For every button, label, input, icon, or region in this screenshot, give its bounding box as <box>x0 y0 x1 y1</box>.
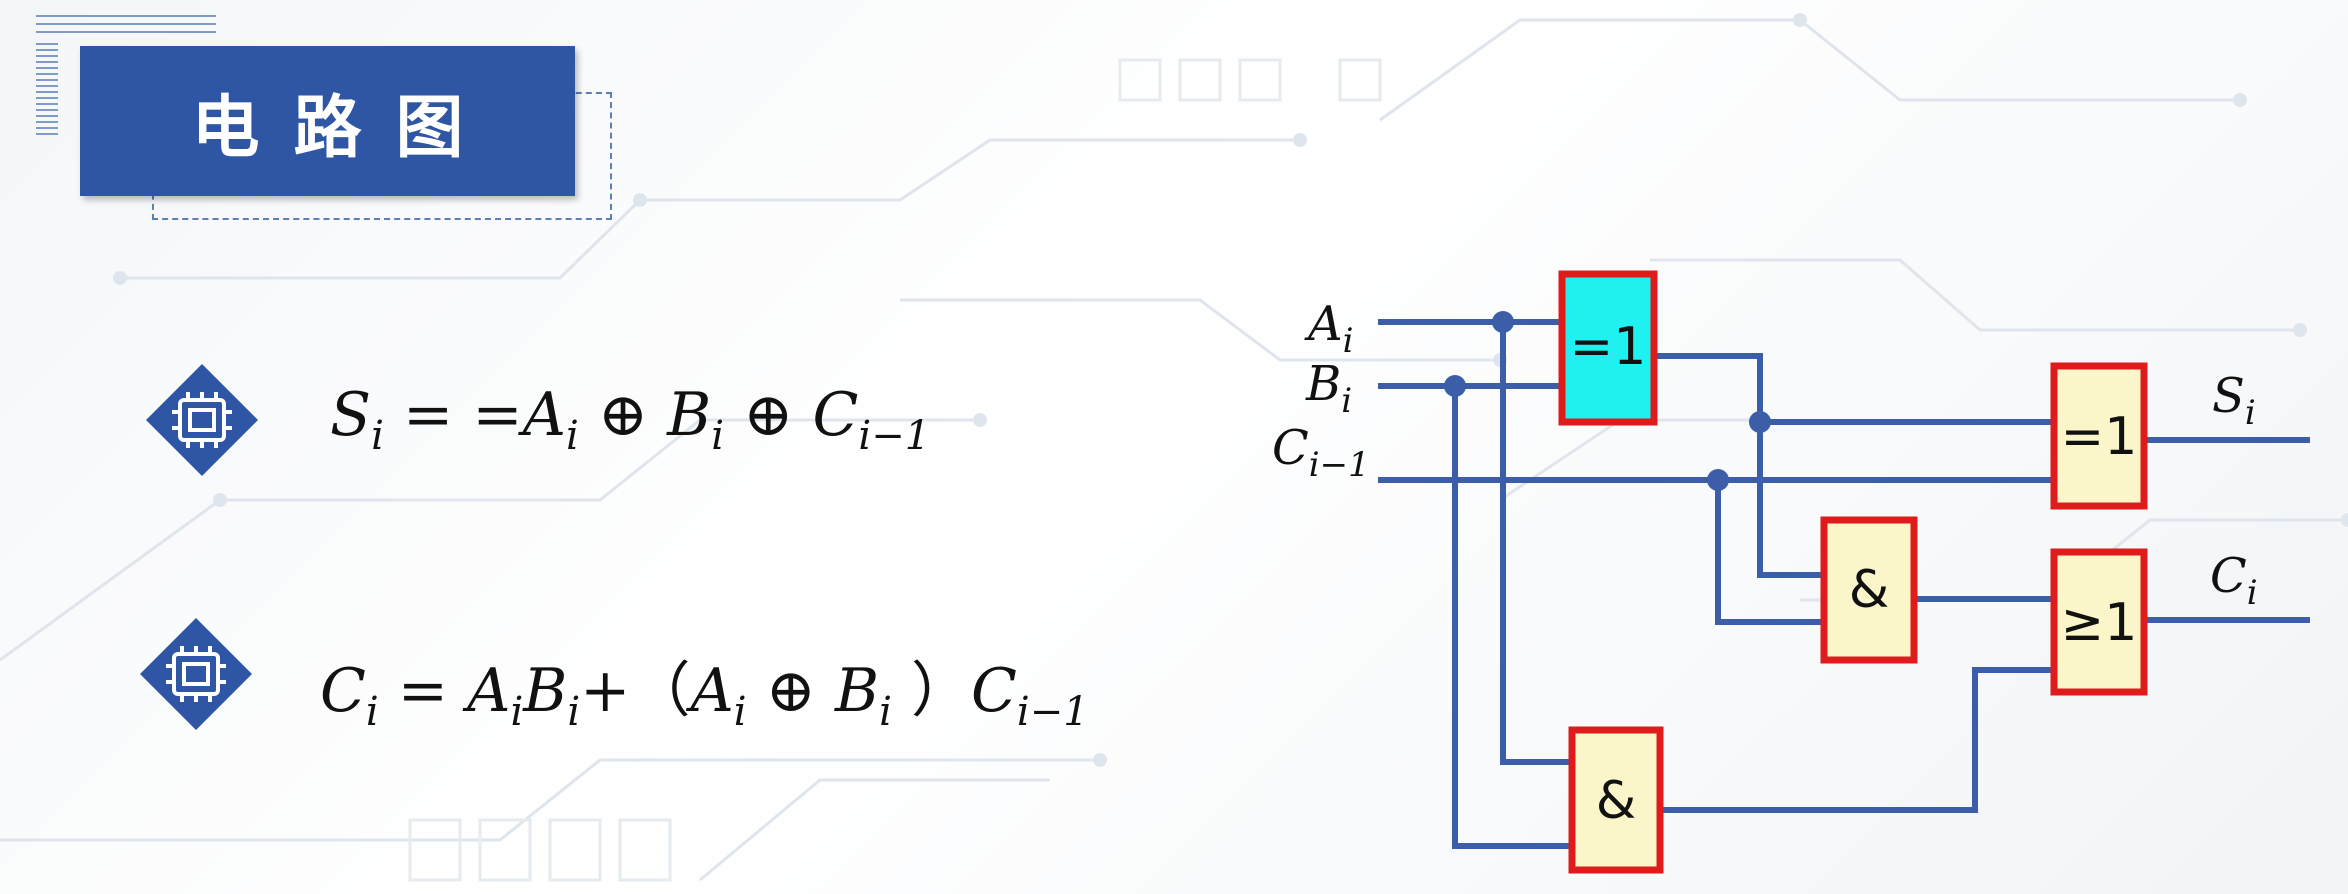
formula-var: C <box>812 380 859 450</box>
and-gate-1: & <box>1820 516 1918 664</box>
xor-gate-1: =1 <box>1558 270 1658 426</box>
page-title: 电路图 <box>191 88 498 168</box>
gate-label: & <box>1596 771 1637 831</box>
formula-op: ⊕ <box>578 380 668 450</box>
formula-var: B <box>523 656 568 726</box>
carry-formula: Ci = AiBi+（Ai ⊕ Bi ）Ci−1 <box>320 642 1089 735</box>
formula-sub: i <box>365 689 379 735</box>
input-label-c: Ci−1 <box>1272 420 1370 485</box>
input-label-b: Bi <box>1305 356 1352 421</box>
and-gate-2: & <box>1568 726 1664 874</box>
gate-label: & <box>1849 560 1890 620</box>
formula-sub: i <box>711 413 725 459</box>
formula-sub: i <box>565 413 579 459</box>
formula-op: ⊕ <box>724 380 813 450</box>
formula-var: B <box>667 380 712 450</box>
wires <box>1378 319 2310 849</box>
formula-op: = <box>378 656 468 726</box>
title-banner: 电路图 <box>80 46 575 196</box>
output-label-c: Ci <box>2210 548 2258 613</box>
xor-gate-2: =1 <box>2050 362 2148 510</box>
formula-sub: i−1 <box>1016 689 1089 735</box>
formula-sub: i <box>567 689 581 735</box>
formula-sub: i <box>733 689 747 735</box>
formula-op: +（ <box>580 656 691 726</box>
formula-var: A <box>467 656 511 726</box>
formula-var: C <box>970 656 1017 726</box>
formula-op: ⊕ <box>746 656 836 726</box>
formula-var: A <box>522 380 566 450</box>
formula-op: ） <box>891 656 971 726</box>
formula-var: B <box>835 656 880 726</box>
chip-icon <box>146 364 258 476</box>
chip-icon <box>140 618 252 730</box>
or-gate: ≥1 <box>2050 548 2148 696</box>
junction-dots <box>1444 311 1771 491</box>
title-decoration-lines <box>36 15 216 135</box>
gate-label: ≥1 <box>2061 593 2138 653</box>
formula-sub: i <box>879 689 892 735</box>
formula-op: = = <box>383 380 523 450</box>
output-label-s: Si <box>2212 368 2256 433</box>
formula-var: A <box>690 656 734 726</box>
gate-label: =1 <box>1570 317 1647 377</box>
gate-label: =1 <box>2061 407 2138 467</box>
formula-sub: i−1 <box>858 413 931 459</box>
formula-var: C <box>320 656 366 726</box>
formula-var: S <box>330 380 372 450</box>
formula-sub: i <box>510 689 524 735</box>
formula-sub: i <box>371 413 384 459</box>
sum-formula: Si = =Ai ⊕ Bi ⊕ Ci−1 <box>330 380 930 459</box>
input-label-a: Ai <box>1304 296 1354 361</box>
